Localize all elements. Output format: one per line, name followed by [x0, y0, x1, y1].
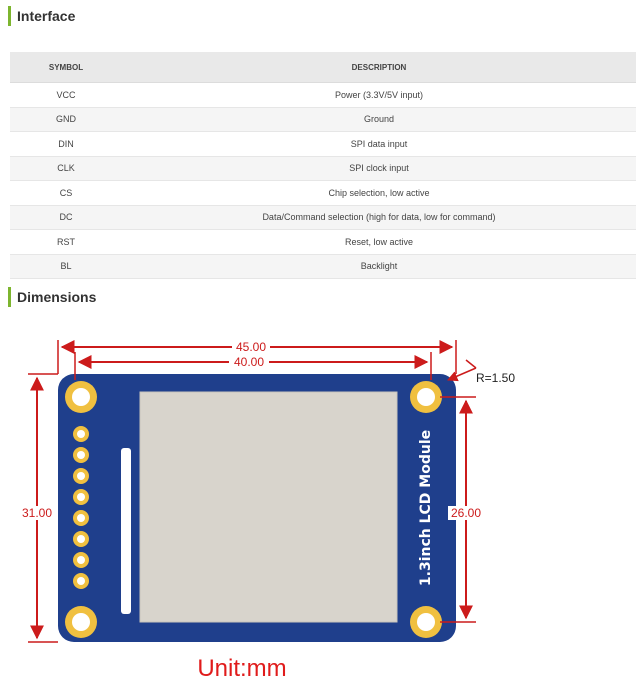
corner-radius-label: R=1.50: [476, 371, 515, 385]
hole-spacing-width-label: 40.00: [234, 355, 264, 369]
symbol-cell: VCC: [10, 82, 122, 108]
description-cell: Data/Command selection (high for data, l…: [122, 205, 636, 230]
hole-spacing-height-label: 26.00: [451, 506, 481, 520]
description-cell: Ground: [122, 107, 636, 132]
symbol-cell: GND: [10, 107, 122, 132]
unit-label: Unit:mm: [197, 655, 286, 682]
description-cell: Chip selection, low active: [122, 180, 636, 206]
board-label: 1.3inch LCD Module: [418, 430, 434, 586]
description-cell: SPI clock input: [122, 156, 636, 181]
interface-heading: Interface: [8, 6, 75, 26]
symbol-cell: DC: [10, 205, 122, 230]
overall-height-label: 31.00: [22, 506, 52, 520]
dimensions-heading: Dimensions: [8, 287, 96, 307]
flex-connector: [121, 448, 131, 614]
corner-radius-leader: [447, 367, 477, 382]
description-cell: Power (3.3V/5V input): [122, 82, 636, 108]
symbol-cell: CS: [10, 180, 122, 206]
description-cell: Reset, low active: [122, 229, 636, 255]
lcd-screen: [139, 391, 398, 623]
symbol-cell: RST: [10, 229, 122, 255]
table-header-row: SYMBOL DESCRIPTION: [10, 52, 636, 83]
description-cell: Backlight: [122, 254, 636, 279]
description-cell: SPI data input: [122, 131, 636, 157]
column-header-description: DESCRIPTION: [122, 52, 636, 83]
pin-header: [73, 426, 89, 589]
overall-width-label: 45.00: [236, 340, 266, 354]
column-header-symbol: SYMBOL: [10, 52, 122, 83]
dimension-drawing: 1.3inch LCD Module 45.00 40.00 R=1.50 31…: [20, 340, 515, 682]
symbol-cell: DIN: [10, 131, 122, 157]
symbol-cell: BL: [10, 254, 122, 279]
mounting-holes: [65, 381, 442, 638]
symbol-cell: CLK: [10, 156, 122, 181]
